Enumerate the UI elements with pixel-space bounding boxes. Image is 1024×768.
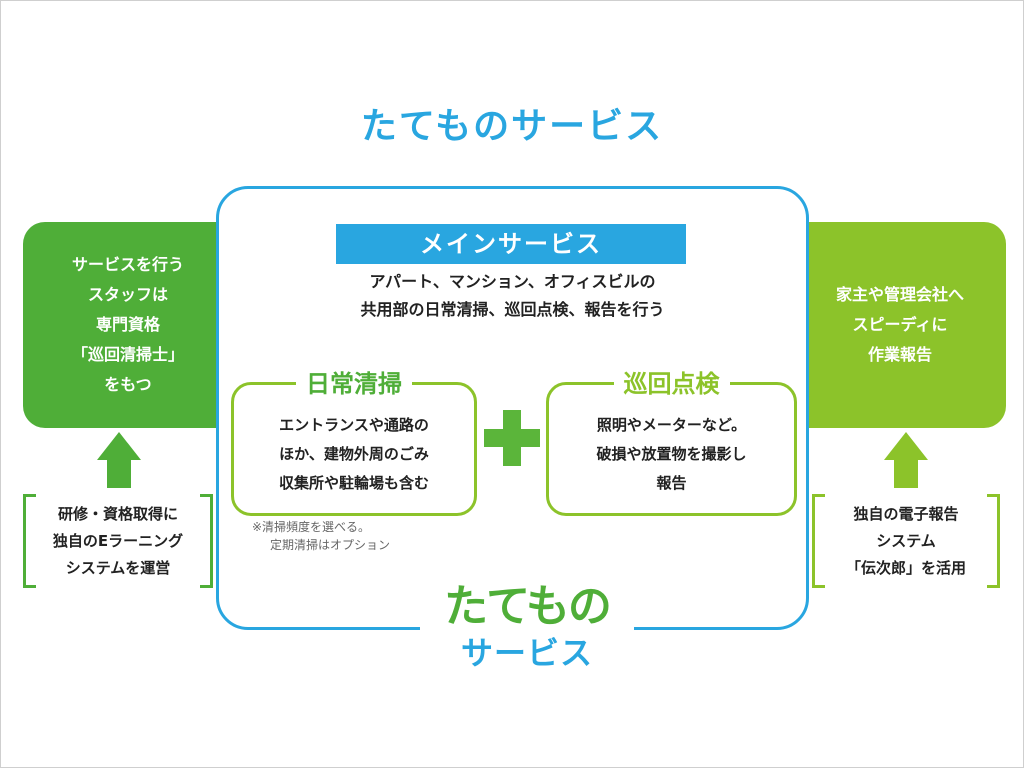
- report-text: 家主や管理会社へ スピーディに 作業報告: [836, 280, 964, 370]
- up-arrow-icon: [97, 432, 141, 488]
- caption-line: システムを運営: [65, 558, 171, 577]
- report-panel: 家主や管理会社へ スピーディに 作業報告: [794, 222, 1006, 428]
- panel-line: スピーディに: [852, 315, 948, 334]
- staff-qualification-text: サービスを行う スタッフは 専門資格 「巡回清掃士」 をもつ: [72, 250, 184, 400]
- daily-cleaning-box: 日常清掃 エントランスや通路の ほか、建物外周のごみ 収集所や駐輪場も含む: [231, 367, 477, 516]
- logo-top-text: たてもの: [444, 581, 612, 632]
- staff-qualification-panel: サービスを行う スタッフは 専門資格 「巡回清掃士」 をもつ: [23, 222, 233, 428]
- cleaning-frequency-note: ※清掃頻度を選べる。 定期清掃はオプション: [252, 518, 390, 554]
- panel-line: サービスを行う: [71, 255, 184, 274]
- body-line: 破損や放置物を撮影し: [596, 445, 747, 463]
- logo-bottom-text: サービス: [460, 634, 593, 672]
- report-system-caption: 独自の電子報告 システム 「伝次郎」を活用: [812, 494, 1000, 588]
- page-title: たてものサービス: [360, 106, 664, 147]
- daily-cleaning-body: エントランスや通路の ほか、建物外周のごみ 収集所や駐輪場も含む: [234, 411, 474, 498]
- body-line: 収集所や駐輪場も含む: [278, 474, 429, 492]
- panel-line: 「巡回清掃士」: [71, 345, 184, 364]
- body-line: 照明やメーターなど。: [596, 416, 747, 434]
- main-service-header: メインサービス: [336, 224, 686, 264]
- caption-line: 独自の電子報告: [853, 504, 959, 523]
- body-line: エントランスや通路の: [279, 416, 429, 434]
- plus-icon: [484, 410, 540, 466]
- caption-line: 「伝次郎」を活用: [845, 558, 966, 577]
- elearning-caption: 研修・資格取得に 独自のEラーニング システムを運営: [23, 494, 213, 588]
- caption-line: 研修・資格取得に: [57, 504, 178, 523]
- up-arrow-icon: [884, 432, 928, 488]
- panel-line: 家主や管理会社へ: [835, 285, 964, 304]
- daily-cleaning-title: 日常清掃: [296, 367, 412, 401]
- description-line: 共用部の日常清掃、巡回点検、報告を行う: [360, 300, 665, 319]
- body-line: 報告: [656, 474, 687, 492]
- panel-line: 専門資格: [95, 315, 160, 334]
- note-line: ※清掃頻度を選べる。: [252, 520, 371, 534]
- logo-border-gap: [420, 614, 634, 634]
- panel-line: 作業報告: [867, 345, 932, 364]
- description-line: アパート、マンション、オフィスビルの: [369, 272, 656, 291]
- caption-line: 独自のEラーニング: [52, 531, 184, 550]
- panel-line: スタッフは: [87, 285, 168, 304]
- patrol-inspection-title: 巡回点検: [613, 367, 730, 401]
- body-line: ほか、建物外周のごみ: [279, 445, 429, 463]
- caption-line: システム: [876, 531, 936, 550]
- patrol-inspection-body: 照明やメーターなど。 破損や放置物を撮影し 報告: [549, 411, 794, 498]
- main-service-description: アパート、マンション、オフィスビルの 共用部の日常清掃、巡回点検、報告を行う: [216, 268, 809, 324]
- brand-logo: たてもの サービス: [420, 580, 634, 688]
- patrol-inspection-box: 巡回点検 照明やメーターなど。 破損や放置物を撮影し 報告: [546, 367, 797, 516]
- note-line: 定期清掃はオプション: [270, 538, 391, 552]
- panel-line: をもつ: [104, 375, 152, 394]
